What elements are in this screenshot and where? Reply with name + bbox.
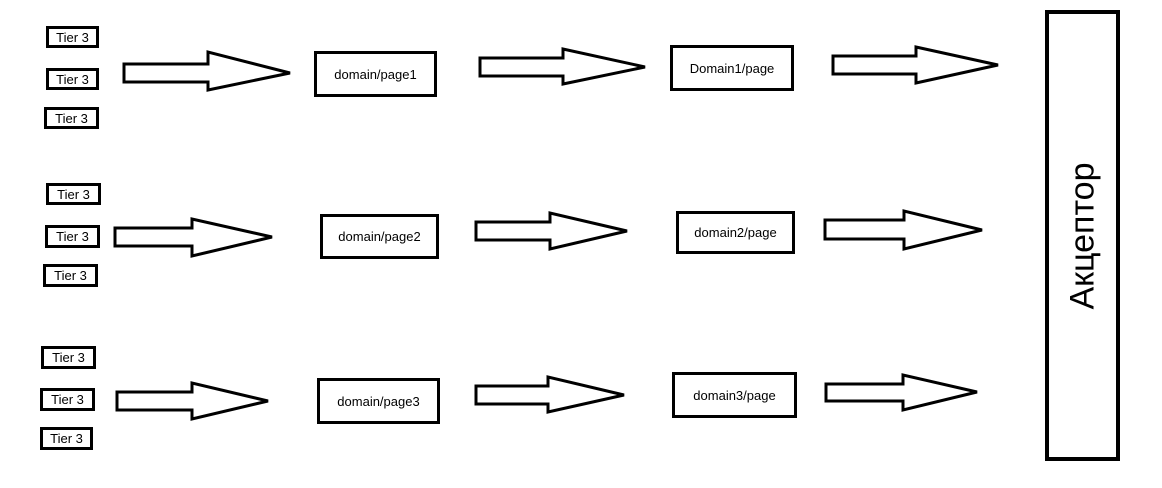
- arrow-row2-page-to-domain: [474, 211, 628, 251]
- tier-box-row2-2: Tier 3: [45, 225, 100, 248]
- node-domain-page1: domain/page1: [314, 51, 437, 97]
- arrow-row2-tiers-to-page: [113, 217, 273, 258]
- arrow-row1-page-to-domain: [478, 47, 646, 86]
- arrow-row3-domain-to-acceptor: [824, 373, 978, 412]
- node-domain2-page: domain2/page: [676, 211, 795, 254]
- arrow-row1-domain-to-acceptor: [831, 45, 999, 85]
- tier-box-row2-3: Tier 3: [43, 264, 98, 287]
- acceptor-label: Акцептор: [1063, 162, 1101, 309]
- node-domain3-page: domain3/page: [672, 372, 797, 418]
- arrow-row1-tiers-to-page: [122, 50, 291, 92]
- node-domain1-page: Domain1/page: [670, 45, 794, 91]
- tier-box-row1-1: Tier 3: [46, 26, 99, 48]
- tier-box-row3-2: Tier 3: [40, 388, 95, 411]
- acceptor-box: Акцептор: [1045, 10, 1120, 461]
- tier-box-row3-3: Tier 3: [40, 427, 93, 450]
- tier-box-row1-2: Tier 3: [46, 68, 99, 90]
- node-domain-page3: domain/page3: [317, 378, 440, 424]
- node-domain-page2: domain/page2: [320, 214, 439, 259]
- arrow-row3-page-to-domain: [474, 375, 625, 414]
- tier-box-row3-1: Tier 3: [41, 346, 96, 369]
- arrow-row3-tiers-to-page: [115, 381, 269, 421]
- tier-box-row2-1: Tier 3: [46, 183, 101, 205]
- tier-box-row1-3: Tier 3: [44, 107, 99, 129]
- arrow-row2-domain-to-acceptor: [823, 209, 983, 251]
